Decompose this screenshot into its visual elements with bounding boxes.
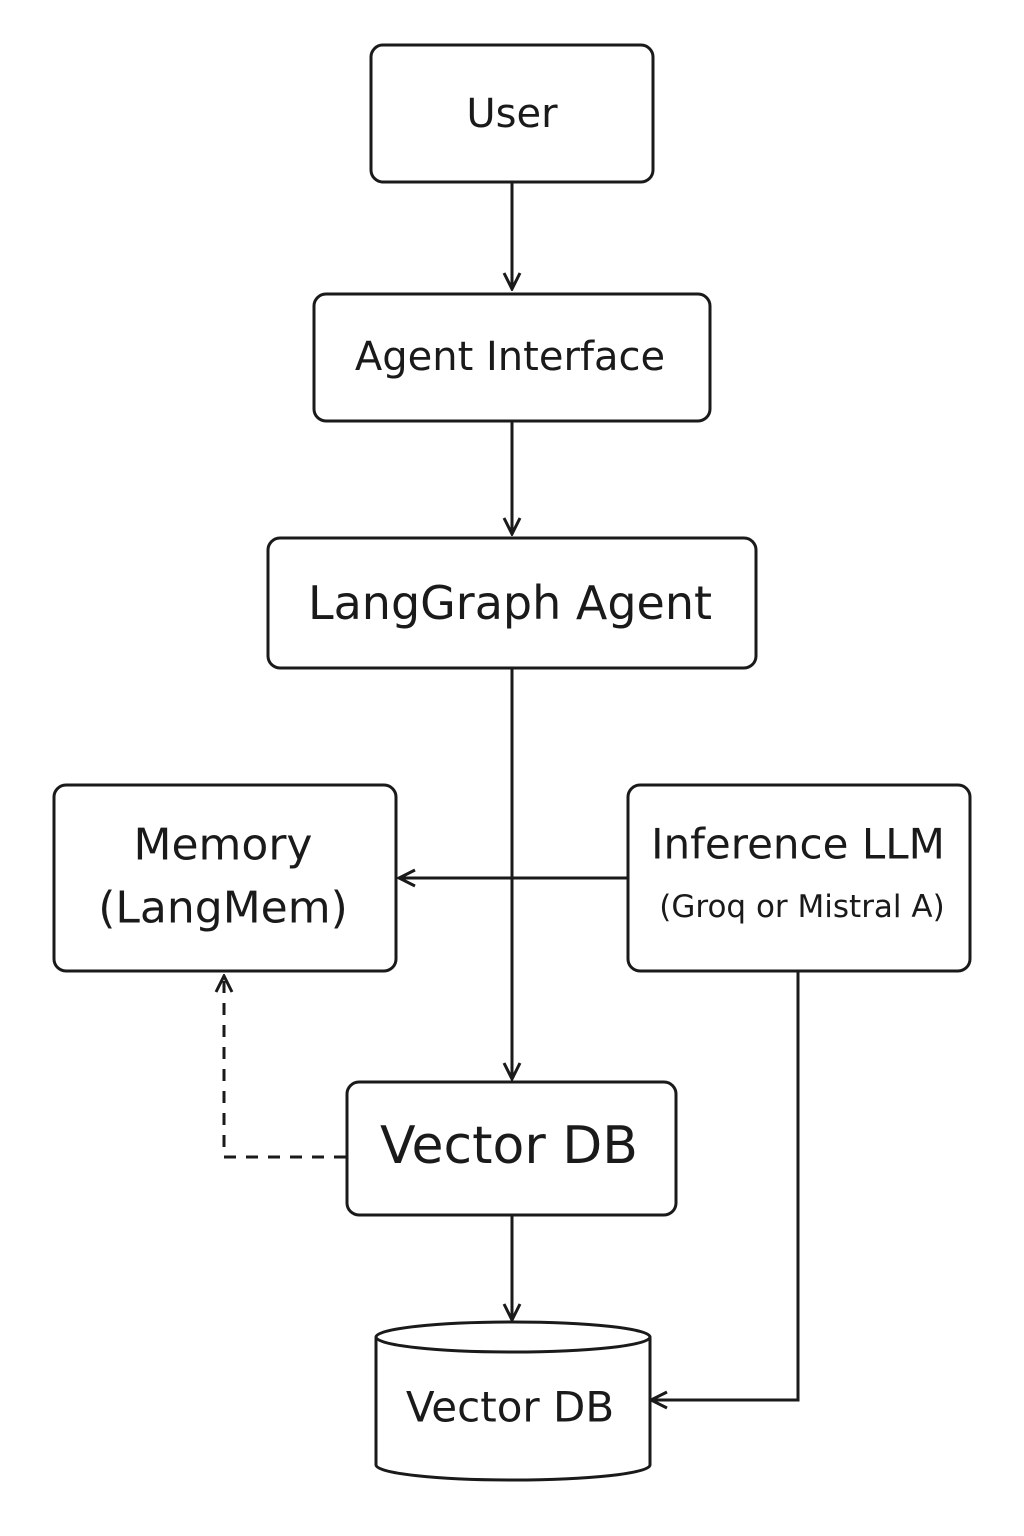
node-user-box bbox=[369, 43, 655, 184]
node-memory-label-line1: Memory bbox=[134, 820, 313, 871]
node-vector-db-cylinder-label: Vector DB bbox=[406, 1383, 614, 1432]
node-inference-llm-label-line1: Inference LLM bbox=[651, 820, 945, 869]
node-agent-interface: Agent Interface bbox=[312, 292, 712, 423]
node-langgraph-agent: LangGraph Agent bbox=[266, 536, 758, 670]
node-inference-llm-label-line2: (Groq or Mistral A) bbox=[659, 889, 944, 925]
node-memory-box bbox=[52, 783, 398, 973]
node-agent-interface-box bbox=[312, 292, 712, 423]
node-memory: Memory (LangMem) bbox=[52, 783, 398, 973]
node-memory-label-line2: (LangMem) bbox=[98, 883, 348, 934]
edge-vector-db-to-memory-dashed bbox=[224, 976, 346, 1159]
node-inference-llm-box bbox=[626, 783, 972, 973]
edges bbox=[224, 183, 800, 1400]
node-user-label: User bbox=[466, 91, 558, 137]
node-agent-interface-label: Agent Interface bbox=[355, 334, 665, 380]
node-langgraph-agent-label: LangGraph Agent bbox=[308, 576, 712, 630]
node-vector-db-box-label: Vector DB bbox=[380, 1116, 638, 1176]
node-inference-llm: Inference LLM (Groq or Mistral A) bbox=[626, 783, 972, 973]
node-vector-db-box-rect bbox=[345, 1080, 678, 1217]
node-vector-db-cylinder: Vector DB bbox=[374, 1320, 652, 1482]
node-langgraph-agent-box bbox=[266, 536, 758, 670]
cylinder-top-rim bbox=[374, 1336, 652, 1354]
edge-inference-llm-to-storage bbox=[651, 971, 800, 1400]
node-user: User bbox=[369, 43, 655, 184]
cylinder-database-icon bbox=[374, 1320, 652, 1482]
node-vector-db-box: Vector DB bbox=[345, 1080, 678, 1217]
